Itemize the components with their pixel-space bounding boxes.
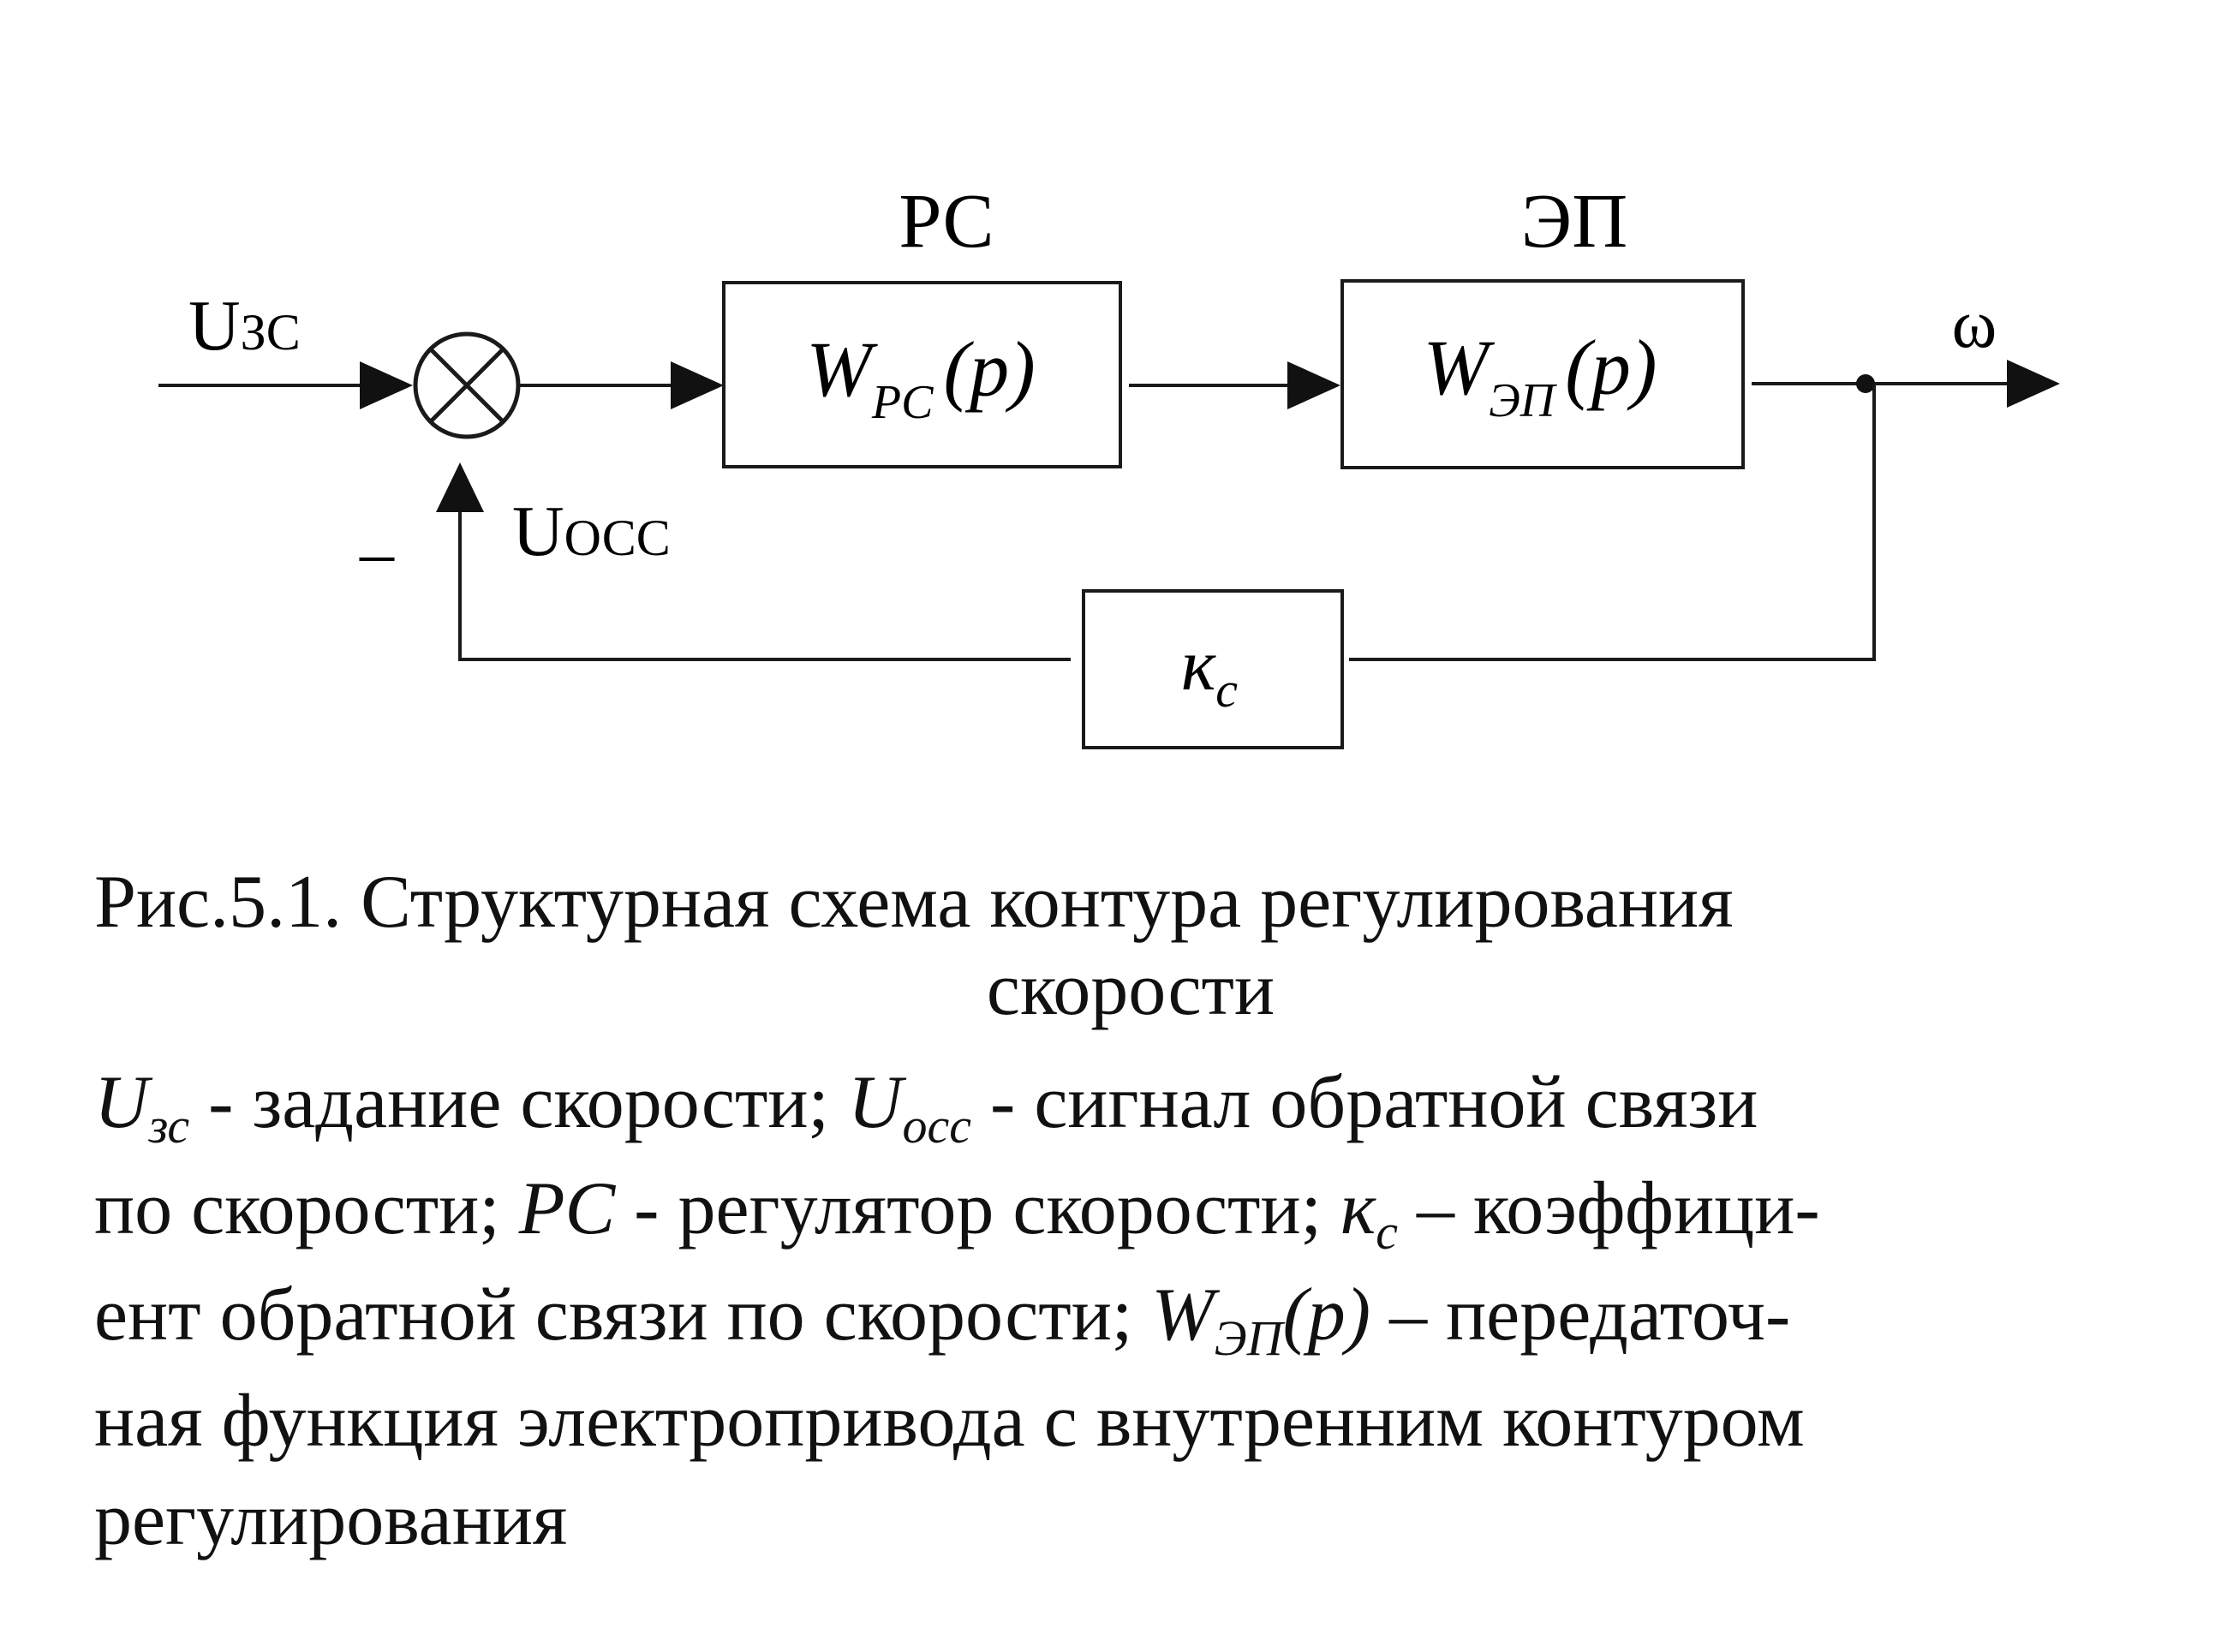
caption-title: Рис.5.1. Структурная схема контура регул… bbox=[94, 861, 1734, 944]
ep-block-label: ЭП bbox=[1521, 179, 1627, 264]
figure-caption: Рис.5.1. Структурная схема контура регул… bbox=[94, 865, 2133, 1569]
caption-title-continuation: скорости bbox=[986, 948, 1275, 1031]
input-arrow bbox=[360, 361, 413, 409]
legend-line-3: ент обратной связи по скорости; WЭП(p) –… bbox=[94, 1273, 1791, 1366]
rc-block-label: РС bbox=[899, 179, 994, 264]
legend-line-5: регулирования bbox=[94, 1478, 568, 1561]
legend-line-2: по скорости; PC - регулятор скорости; кc… bbox=[94, 1167, 1820, 1260]
rc-input-arrow bbox=[671, 361, 724, 409]
rc-transfer-function: WРС(p) bbox=[806, 325, 1035, 429]
ep-block bbox=[1340, 279, 1745, 469]
feedback-left-line bbox=[458, 510, 1071, 661]
minus-sign: – bbox=[359, 516, 395, 591]
legend-line-1: Uзс - задание скорости; Uосс - сигнал об… bbox=[94, 1061, 1758, 1154]
output-arrow bbox=[2007, 360, 2060, 408]
feedback-signal-label: UОСС bbox=[512, 492, 671, 571]
legend-line-4: ная функция электропривода с внутренним … bbox=[94, 1380, 1805, 1463]
summing-junction bbox=[413, 331, 521, 439]
ep-transfer-function: WЭП(p) bbox=[1423, 324, 1657, 427]
output-omega-label: ω bbox=[1952, 287, 1997, 362]
caption-legend: Uзс - задание скорости; Uосс - сигнал об… bbox=[94, 1053, 2133, 1569]
ep-input-arrow bbox=[1287, 361, 1340, 409]
feedback-right-line bbox=[1349, 384, 1876, 661]
branch-point bbox=[1856, 374, 1875, 393]
kc-block-text: кc bbox=[1181, 623, 1238, 718]
feedback-arrow bbox=[436, 462, 484, 512]
rc-block bbox=[722, 281, 1122, 468]
kc-block bbox=[1082, 589, 1344, 749]
input-signal-label: UЗС bbox=[188, 286, 301, 366]
